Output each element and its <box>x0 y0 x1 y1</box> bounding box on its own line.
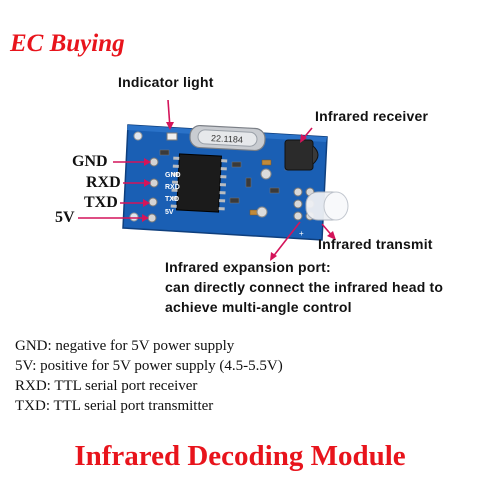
expansion-port-pad <box>293 199 303 209</box>
pin-label-5v: 5V <box>55 209 75 226</box>
silk-gnd: GND <box>165 172 181 179</box>
brand-logo: EC Buying <box>10 30 125 57</box>
smd-resistor <box>245 177 252 188</box>
label-indicator-light: Indicator light <box>118 74 214 90</box>
label-infrared-transmit: Infrared transmit <box>318 236 433 252</box>
ic-chip <box>176 153 222 213</box>
desc-gnd: GND: negative for 5V power supply <box>15 338 235 354</box>
silk-plus: + <box>299 229 304 238</box>
expansion-port-pad <box>293 187 303 197</box>
desc-rxd: RXD: TTL serial port receiver <box>15 378 198 394</box>
mounting-hole <box>133 131 143 141</box>
smd-resistor <box>229 197 240 204</box>
smd-resistor <box>269 187 280 194</box>
expansion-port-pad <box>293 211 303 221</box>
pin-label-gnd: GND <box>72 153 108 170</box>
pin-label-txd: TXD <box>84 194 118 211</box>
silk-5v: 5V <box>165 209 174 216</box>
indicator-led <box>166 132 178 141</box>
infrared-receiver <box>284 139 314 171</box>
label-expansion-port-line1: Infrared expansion port: <box>165 259 331 275</box>
mounting-hole <box>129 212 139 222</box>
pin-hole-rxd <box>149 178 159 188</box>
smd-resistor <box>159 149 170 156</box>
page-title: Infrared Decoding Module <box>74 440 406 472</box>
pad <box>256 206 268 218</box>
arrow-expansion <box>271 221 301 259</box>
desc-txd: TXD: TTL serial port transmitter <box>15 398 214 414</box>
pin-hole-txd <box>148 197 158 207</box>
smd-capacitor <box>261 159 272 166</box>
pin-label-rxd: RXD <box>86 174 121 191</box>
pin-hole-gnd <box>149 157 159 167</box>
smd-resistor <box>231 161 242 168</box>
pin-hole-5v <box>147 213 157 223</box>
label-infrared-receiver: Infrared receiver <box>315 108 429 124</box>
desc-5v: 5V: positive for 5V power supply (4.5-5.… <box>15 358 283 374</box>
silk-txd: TXD <box>165 196 179 203</box>
silk-rxd: RXD <box>165 184 180 191</box>
crystal-label: 22.1184 <box>211 133 243 145</box>
label-expansion-port-line2: can directly connect the infrared head t… <box>165 279 444 295</box>
pad <box>260 168 272 180</box>
label-expansion-port-line3: achieve multi-angle control <box>165 299 352 315</box>
